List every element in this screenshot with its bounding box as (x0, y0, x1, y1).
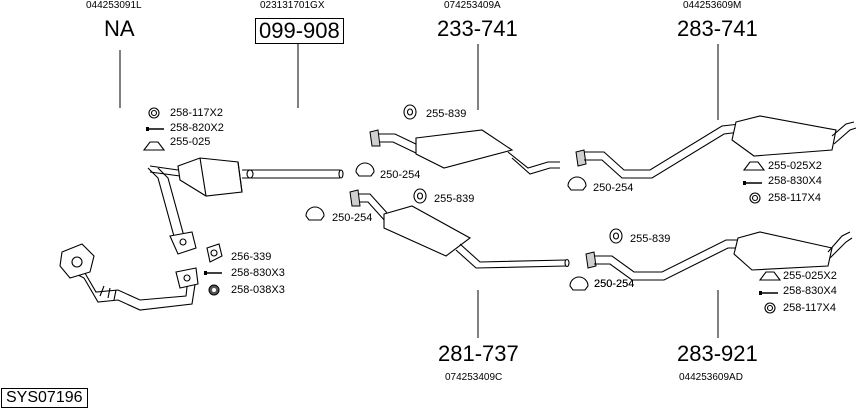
small-part-label[interactable]: 258-830X4 (768, 175, 822, 187)
oem-number: 074253409A (444, 0, 501, 11)
small-part-label[interactable]: 250-254 (332, 212, 373, 224)
small-part-label[interactable]: 256-339 (231, 251, 272, 263)
small-part-label[interactable]: 255-839 (426, 108, 467, 120)
oem-number: 044253609AD (679, 372, 743, 383)
catalytic-converter[interactable] (149, 157, 344, 197)
rear-muffler-283-921[interactable] (585, 231, 853, 281)
part-number-281-737[interactable]: 281-737 (438, 341, 519, 366)
system-code: SYS07196 (1, 388, 88, 408)
small-part-label[interactable]: 250-254 (593, 182, 634, 194)
small-part-label[interactable]: 255-025X2 (783, 270, 837, 282)
oem-number: 023131701GX (260, 0, 325, 11)
small-part-label[interactable]: 255-025 (170, 136, 211, 148)
small-part-label[interactable]: 258-830X4 (783, 285, 837, 297)
front-pipe[interactable] (59, 167, 199, 311)
oem-number: 044253609M (683, 0, 742, 11)
small-part-label[interactable]: 250-254 (380, 169, 421, 181)
part-number-233-741[interactable]: 233-741 (437, 16, 518, 41)
clamp-icon (567, 176, 587, 191)
part-number-099-908[interactable]: 099-908 (255, 18, 344, 44)
part-number-283-921[interactable]: 283-921 (677, 341, 758, 366)
small-part-label[interactable]: 255-025X2 (768, 160, 822, 172)
bolt-icon (146, 127, 164, 131)
bracket-icon (742, 161, 766, 171)
oem-number: 044253091L (86, 0, 142, 11)
oem-number: 074253409C (445, 372, 503, 383)
small-part-label[interactable]: 258-117X2 (170, 107, 224, 119)
rear-muffler-283-741[interactable] (575, 115, 857, 179)
small-part-label[interactable]: 258-820X2 (170, 122, 224, 134)
small-part-label[interactable]: 255-839 (434, 193, 475, 205)
clamp-icon (569, 276, 589, 291)
bolt-icon (743, 181, 762, 185)
bracket-icon (142, 141, 166, 151)
center-muffler-233-741[interactable] (369, 129, 560, 175)
small-part-icons (142, 104, 782, 314)
bolt-icon (759, 291, 778, 295)
bolt-icon (204, 271, 222, 275)
small-part-label[interactable]: 258-038X3 (231, 284, 285, 296)
part-number-283-741[interactable]: 283-741 (677, 16, 758, 41)
small-part-label[interactable]: 258-830X3 (231, 267, 285, 279)
clamp-icon (305, 206, 325, 221)
small-part-label[interactable]: 250-254 (594, 278, 635, 290)
bracket-icon (758, 271, 782, 281)
small-part-label[interactable]: 255-839 (630, 233, 671, 245)
small-part-label[interactable]: 258-117X4 (783, 302, 837, 314)
clamp-icon (355, 162, 375, 177)
center-muffler-281-737[interactable] (349, 189, 570, 269)
part-number-na[interactable]: NA (104, 16, 135, 41)
small-part-label[interactable]: 258-117X4 (768, 192, 822, 204)
small-part-label[interactable]: 250-254 (594, 278, 635, 290)
